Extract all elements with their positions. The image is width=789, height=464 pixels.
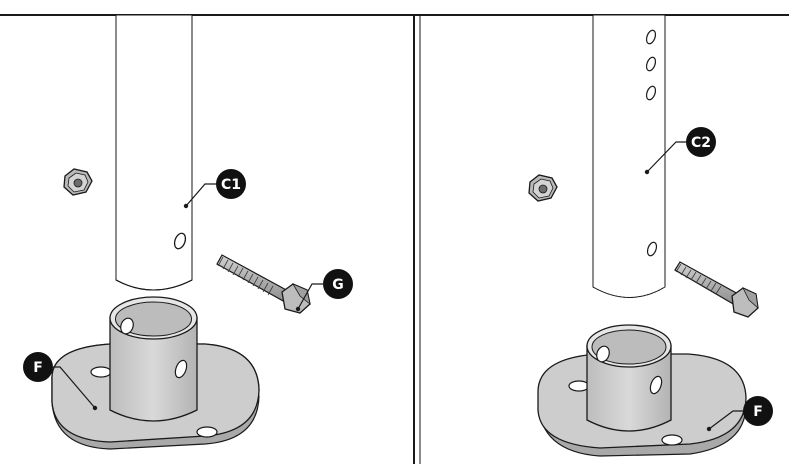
left-panel bbox=[51, 14, 311, 450]
callout-f-right: F bbox=[706, 396, 773, 432]
callout-c2-label: C2 bbox=[691, 135, 711, 151]
callout-c1: C1 bbox=[183, 169, 246, 209]
base-plate-left bbox=[51, 296, 260, 450]
callout-c2: C2 bbox=[644, 127, 716, 175]
tube-c1 bbox=[115, 14, 193, 291]
callout-f-left: F bbox=[23, 352, 98, 411]
tube-hole bbox=[173, 232, 187, 250]
callout-c1-label: C1 bbox=[221, 177, 241, 193]
bolt-g bbox=[216, 254, 311, 314]
base-plate-right bbox=[537, 324, 747, 457]
bolt-right bbox=[674, 261, 759, 318]
nut-right bbox=[528, 174, 558, 202]
tube-c2 bbox=[592, 14, 666, 298]
callout-g-label: G bbox=[332, 277, 344, 293]
nut-left bbox=[63, 168, 93, 196]
callout-f-right-label: F bbox=[753, 404, 763, 420]
callout-g: G bbox=[295, 269, 353, 312]
right-panel bbox=[528, 14, 759, 457]
callout-f-left-label: F bbox=[33, 360, 43, 376]
